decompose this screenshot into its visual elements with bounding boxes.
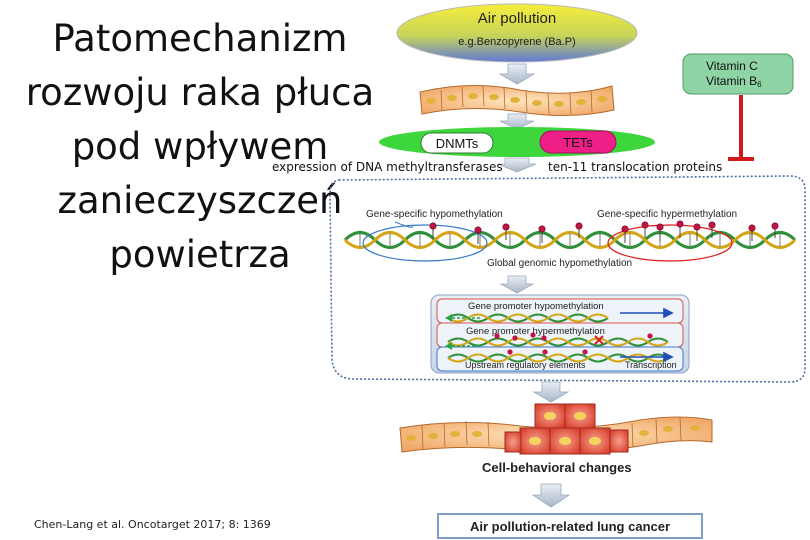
tumor-cell-cluster bbox=[400, 404, 712, 454]
enzyme-band: DNMTs TETs bbox=[379, 127, 655, 157]
air-pollution-example: e.g.Benzopyrene (Ba.P) bbox=[458, 36, 575, 48]
gene-specific-hypo-label: Gene-specific hypomethylation bbox=[366, 209, 503, 220]
arrow-promoter-to-cells bbox=[534, 382, 568, 402]
epithelial-cells-top bbox=[420, 85, 614, 115]
arrow-genome-to-promoter bbox=[501, 276, 533, 293]
citation: Chen-Lang et al. Oncotarget 2017; 8: 136… bbox=[34, 518, 271, 531]
vitamin-b-label: Vitamin B6 bbox=[706, 74, 762, 89]
arrow-cells-to-enzymes bbox=[500, 114, 534, 129]
vitamin-box: Vitamin C Vitamin B6 bbox=[683, 54, 793, 94]
dnmt-caption: expression of DNA methyltransferases bbox=[272, 160, 503, 174]
vitamin-c-label: Vitamin C bbox=[706, 59, 758, 73]
promoter-hypo-label: Gene promoter hypomethylation bbox=[468, 301, 604, 312]
arrow-enzymes-to-genome bbox=[498, 158, 536, 172]
arrow-to-lung-cancer bbox=[533, 484, 569, 507]
promoter-box: Gene promoter hypomethylation Gene promo… bbox=[431, 295, 689, 373]
air-pollution-node: Air pollution e.g.Benzopyrene (Ba.P) bbox=[397, 4, 637, 62]
tets-label: TETs bbox=[563, 135, 593, 150]
dnmts-label: DNMTs bbox=[436, 136, 479, 151]
genomic-dna-helix bbox=[345, 233, 795, 248]
gene-specific-hyper-label: Gene-specific hypermethylation bbox=[597, 209, 737, 220]
tet-caption: ten-11 translocation proteins bbox=[548, 160, 722, 174]
global-hypo-label: Global genomic hypomethylation bbox=[487, 258, 632, 269]
cell-behavioral-label: Cell-behavioral changes bbox=[482, 460, 632, 475]
air-pollution-label: Air pollution bbox=[478, 10, 556, 27]
lung-cancer-label: Air pollution-related lung cancer bbox=[470, 519, 670, 534]
arrow-pollution-to-cells bbox=[500, 64, 534, 84]
